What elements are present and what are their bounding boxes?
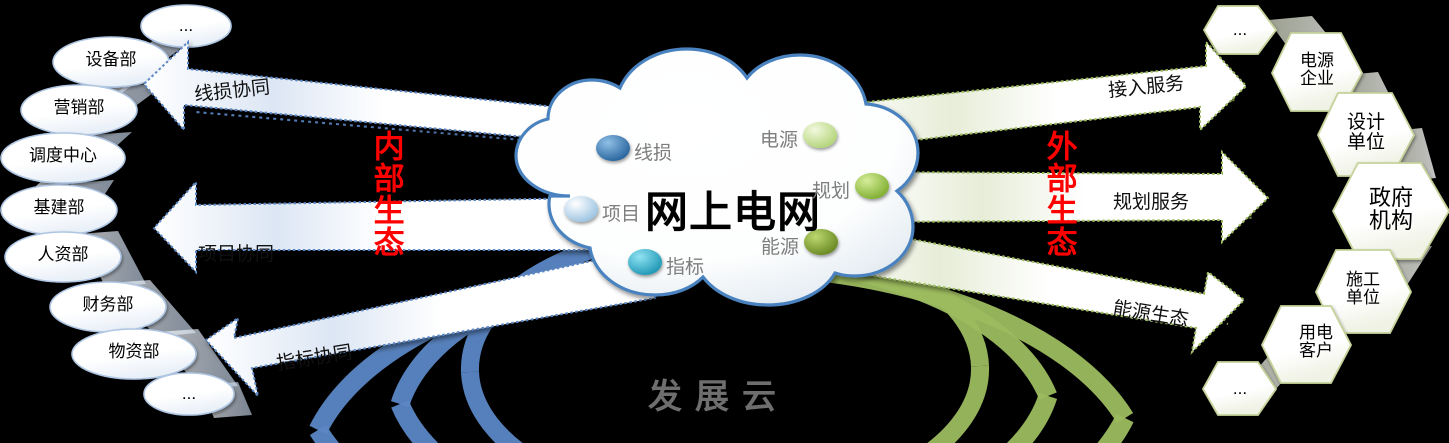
cloud-title: 网上电网 (645, 189, 821, 237)
bottom-cloud-label: 发展云 (648, 378, 789, 416)
cloud-dot-label-zhibiao: 指标 (666, 257, 705, 278)
external-ecosystem-label: 外部生态 (1041, 130, 1077, 258)
cloud-dot-label-xiansun: 线损 (634, 143, 673, 164)
cloud-dots (564, 122, 889, 275)
right-node-shapes (1201, 5, 1449, 416)
left-arrow-label[interactable]: 项目协同 (198, 244, 275, 265)
right-arrow-label[interactable]: 规划服务 (1113, 192, 1190, 213)
left-node-shapes (0, 4, 235, 416)
internal-ecosystem-label: 内部生态 (368, 130, 404, 258)
cloud-dot-label-xiangmu: 项目 (602, 204, 641, 225)
cloud-dot-label-guihua: 规划 (812, 181, 851, 202)
left-arrows (142, 39, 662, 400)
cloud-dot-label-nengyuan: 能源 (761, 237, 800, 258)
cloud-dot-label-dianyuan: 电源 (760, 130, 799, 151)
right-arrows (810, 39, 1270, 355)
